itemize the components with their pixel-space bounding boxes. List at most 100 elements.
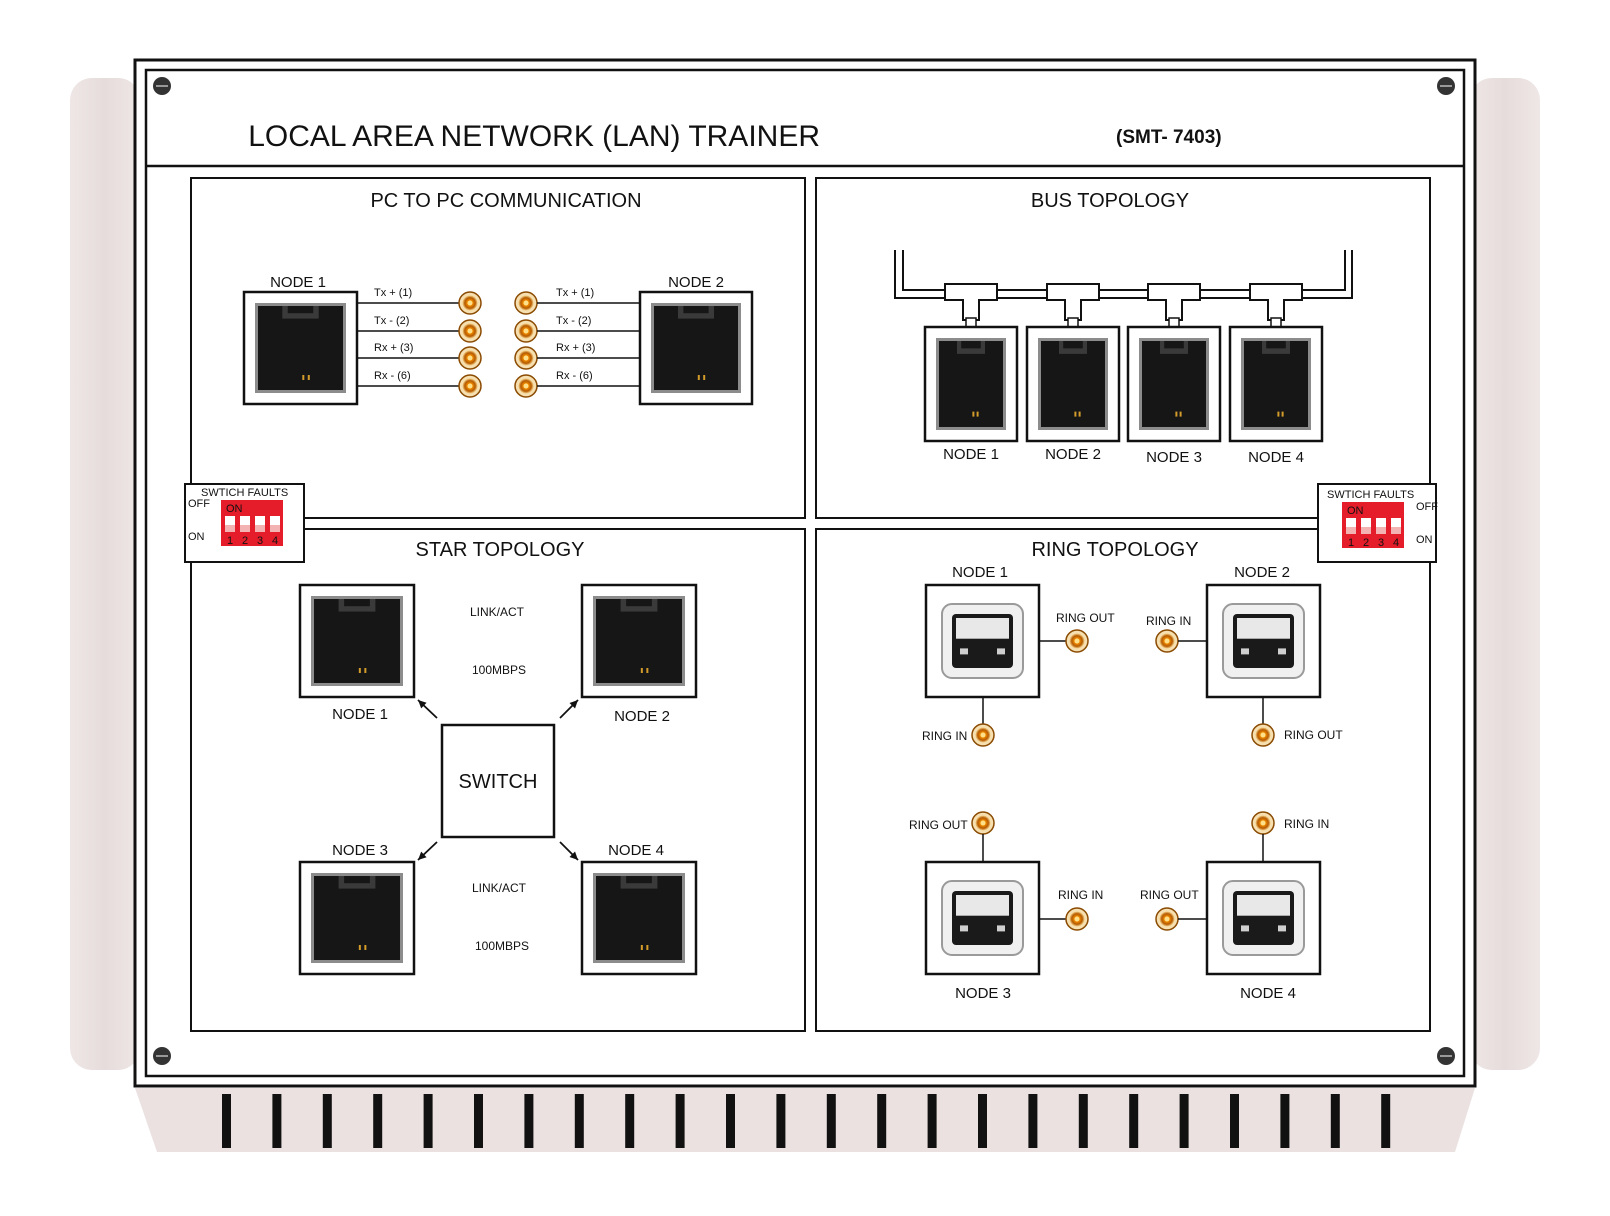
vent-slot: [1381, 1094, 1391, 1148]
pc-left-socket-icon[interactable]: [458, 319, 482, 343]
star-node2-label: NODE 2: [614, 708, 670, 725]
dip-toggle[interactable]: [225, 516, 235, 532]
pc-section-title: PC TO PC COMMUNICATION: [370, 190, 641, 212]
vent-slot: [978, 1094, 987, 1148]
pc-node1-label: NODE 1: [270, 274, 326, 291]
ring-n2-out-label: RING OUT: [1284, 728, 1343, 742]
pc-node1-port-icon[interactable]: [242, 290, 359, 406]
ring-n4-in-label: RING IN: [1284, 817, 1329, 831]
vent-slot: [1330, 1094, 1340, 1148]
vent-slot: [1230, 1094, 1239, 1148]
ring-n4-in-socket-icon[interactable]: [1251, 811, 1275, 835]
vent-slot: [1078, 1094, 1088, 1148]
pc-right-pin-label: Tx + (1): [556, 287, 594, 299]
pc-left-pin-label: Rx + (3): [374, 342, 413, 354]
dip-toggle[interactable]: [270, 516, 280, 532]
vent-strip: [135, 1088, 1475, 1152]
ring-node3-label: NODE 3: [955, 985, 1011, 1002]
vent-slot: [272, 1094, 282, 1148]
dip-number-label: 2: [242, 535, 248, 547]
right-side-panel: [1470, 78, 1540, 1070]
pc-right-pin-label: Rx - (6): [556, 370, 593, 382]
arrow-icon: [559, 841, 579, 861]
vent-slot: [474, 1094, 483, 1148]
fault-right-title: SWTICH FAULTS: [1327, 489, 1414, 501]
ring-n1-out-socket-icon[interactable]: [1065, 629, 1089, 653]
pc-left-socket-icon[interactable]: [458, 291, 482, 315]
pc-node2-label: NODE 2: [668, 274, 724, 291]
vent-slot: [1028, 1094, 1038, 1148]
ring-n2-in-socket-icon[interactable]: [1155, 629, 1179, 653]
dip-toggle[interactable]: [255, 516, 265, 532]
bus-backbone: [894, 250, 1353, 299]
dip-toggle[interactable]: [1361, 518, 1371, 534]
screw-icon: [1437, 1047, 1455, 1065]
bus-node-port-icon[interactable]: [1025, 325, 1121, 443]
star-node4-label: NODE 4: [608, 842, 664, 859]
pc-node2-port-icon[interactable]: [638, 290, 754, 406]
pc-left-socket-icon[interactable]: [458, 374, 482, 398]
ring-node1-label: NODE 1: [952, 564, 1008, 581]
ring-network: [924, 583, 1322, 976]
dip-on-label: ON: [1347, 505, 1364, 517]
ring-n1-in-socket-icon[interactable]: [971, 723, 995, 747]
pc-right-socket-icon[interactable]: [514, 346, 538, 370]
star-node4-port-icon[interactable]: [580, 860, 698, 976]
ring-n1-in-label: RING IN: [922, 729, 967, 743]
ring-node4-usb-icon[interactable]: [1205, 860, 1322, 976]
dip-toggle[interactable]: [1376, 518, 1386, 534]
vent-slot: [877, 1094, 887, 1148]
ring-section-box: [815, 528, 1431, 1032]
pc-right-socket-icon[interactable]: [514, 319, 538, 343]
pc-left-pin-label: Tx - (2): [374, 315, 409, 327]
screw-icon: [1437, 77, 1455, 95]
vent-slot: [524, 1094, 534, 1148]
star-node3-port-icon[interactable]: [298, 860, 416, 976]
star-node1-port-icon[interactable]: [298, 583, 416, 699]
star-led-speed-top: 100MBPS: [472, 663, 526, 677]
star-node2-port-icon[interactable]: [580, 583, 698, 699]
dip-number-label: 1: [227, 535, 233, 547]
ring-section-title: RING TOPOLOGY: [1031, 539, 1198, 561]
dip-toggle[interactable]: [240, 516, 250, 532]
pc-connectors: Tx + (1)Tx + (1)Tx - (2)Tx - (2)Rx + (3)…: [242, 287, 754, 406]
vent-slot: [927, 1094, 937, 1148]
ring-n2-out-socket-icon[interactable]: [1251, 723, 1275, 747]
dip-number-label: 3: [257, 535, 263, 547]
fault-right-on: ON: [1416, 534, 1433, 546]
ring-n3-in-socket-icon[interactable]: [1065, 907, 1089, 931]
bus-node-port-icon[interactable]: [923, 325, 1019, 443]
ring-n3-out-socket-icon[interactable]: [971, 811, 995, 835]
ring-n3-out-label: RING OUT: [909, 818, 968, 832]
screw-icon: [153, 77, 171, 95]
vent-slot: [675, 1094, 685, 1148]
pc-right-socket-icon[interactable]: [514, 291, 538, 315]
fault-right-off: OFF: [1416, 501, 1438, 513]
ring-node3-usb-icon[interactable]: [924, 860, 1041, 976]
bus-node-port-icon[interactable]: [1228, 325, 1324, 443]
dip-toggle[interactable]: [1391, 518, 1401, 534]
vent-slot: [574, 1094, 584, 1148]
vent-slot: [222, 1094, 231, 1148]
bus-node-label: NODE 2: [1045, 446, 1101, 463]
ring-node2-usb-icon[interactable]: [1205, 583, 1322, 699]
ring-n4-out-socket-icon[interactable]: [1155, 907, 1179, 931]
ring-node1-usb-icon[interactable]: [924, 583, 1041, 699]
vent-slot: [1129, 1094, 1139, 1148]
t-connector-icon: [1249, 283, 1303, 321]
vent-slot: [1179, 1094, 1189, 1148]
vent-slot: [1280, 1094, 1290, 1148]
ring-node4-label: NODE 4: [1240, 985, 1296, 1002]
pc-right-socket-icon[interactable]: [514, 374, 538, 398]
pc-left-socket-icon[interactable]: [458, 346, 482, 370]
vent-slots: [222, 1094, 1391, 1148]
star-node3-label: NODE 3: [332, 842, 388, 859]
fault-left-title: SWTICH FAULTS: [201, 487, 288, 499]
bus-node-port-icon[interactable]: [1126, 325, 1222, 443]
dip-toggle[interactable]: [1346, 518, 1356, 534]
fault-left-off: OFF: [188, 498, 210, 510]
bus-node-label: NODE 4: [1248, 449, 1304, 466]
